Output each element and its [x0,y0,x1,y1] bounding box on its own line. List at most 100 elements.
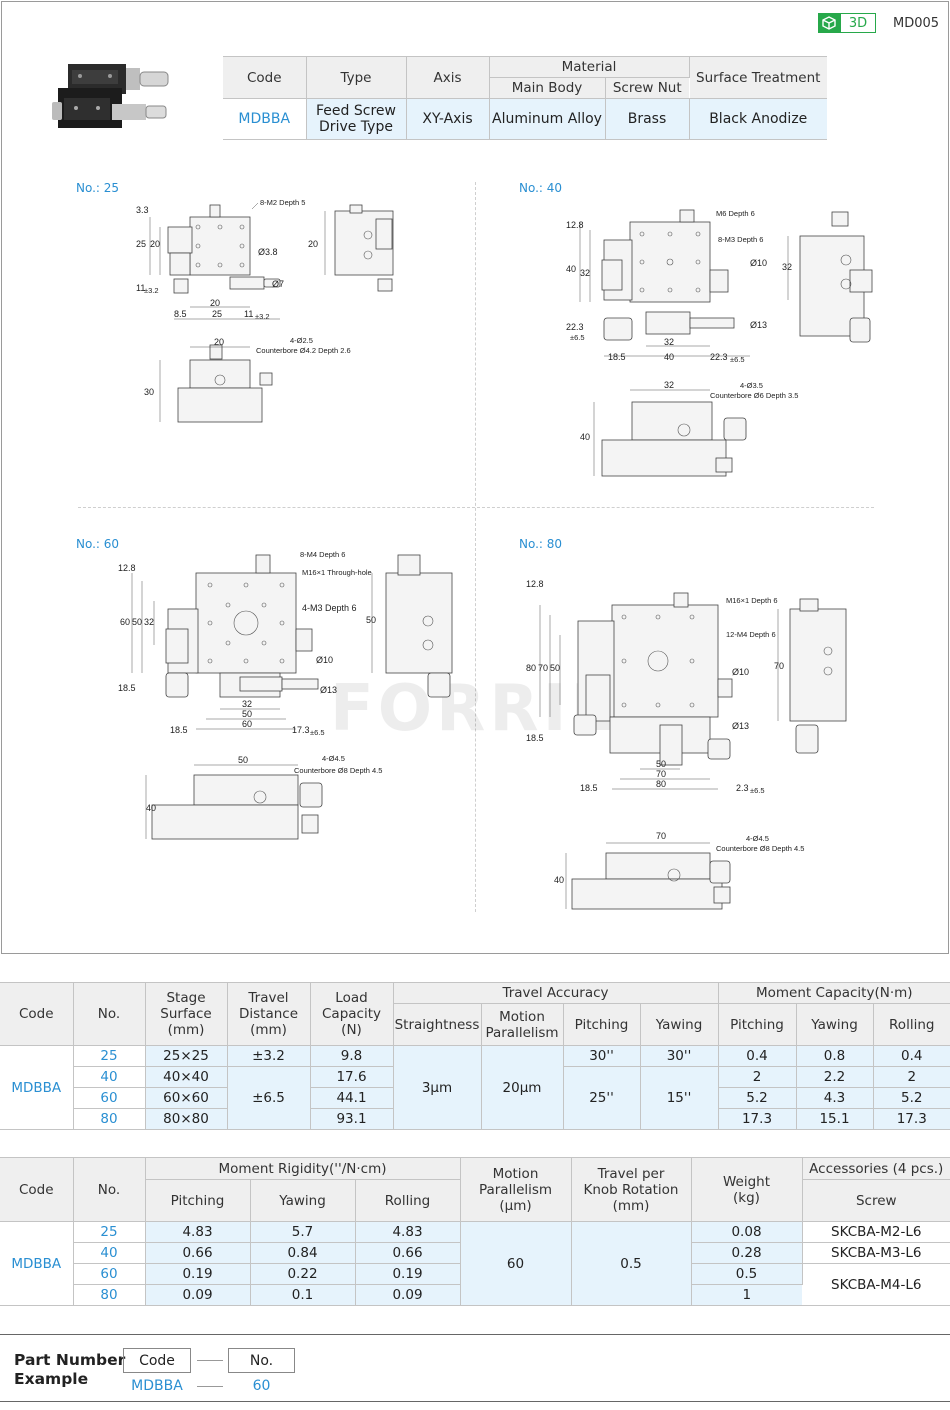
spec2-screw: SKCBA-M4-L6 [802,1263,950,1306]
spec2-yaw: 0.84 [250,1242,356,1264]
spec1-mr: 5.2 [873,1087,950,1109]
part-number-title-line-2: Example [14,1370,89,1388]
svg-text:40: 40 [566,264,576,274]
spec1-stage: 25×25 [145,1045,228,1067]
spec1-load: 9.8 [310,1045,394,1067]
type-line-2: Drive Type [319,119,393,135]
svg-text:18.5: 18.5 [526,733,544,743]
spec1-header-code: Code [0,982,74,1046]
header-type: Type [306,56,407,99]
product-photo [52,64,169,128]
svg-text:22.3: 22.3 [710,352,728,362]
spec1-travel: ±6.5 [227,1066,311,1130]
spec1-no: 60 [73,1087,146,1109]
spec1-no: 80 [73,1108,146,1130]
spec1-travel: ±3.2 [227,1045,311,1067]
svg-text:±6.5: ±6.5 [310,728,325,737]
3d-model-badge[interactable]: 3D [818,13,876,33]
svg-text:M16×1 Through-hole: M16×1 Through-hole [302,568,372,577]
cell-main-body: Aluminum Alloy [489,98,606,140]
svg-text:32: 32 [664,337,674,347]
svg-text:M16×1 Depth 6: M16×1 Depth 6 [726,596,778,605]
spec1-mp: 17.3 [718,1108,797,1130]
table-row: 80 80×80 93.1 17.3 15.1 17.3 [0,1108,950,1130]
svg-text:11: 11 [136,283,145,293]
spec2-yaw: 0.22 [250,1263,356,1285]
drawing-panel [1,1,949,954]
spec2-no: 60 [73,1263,146,1285]
svg-text:18.5: 18.5 [170,725,188,735]
svg-text:25: 25 [212,309,222,319]
drawing-label-40: No.: 40 [519,181,563,195]
spec1-header-m-yawing: Yawing [796,1003,874,1046]
doc-code: MD005 [893,16,940,31]
header-axis: Axis [406,56,490,99]
svg-text:40: 40 [146,803,156,813]
table-row: 80 0.09 0.1 0.09 1 [0,1284,950,1306]
spec1-header-m-pitching: Pitching [718,1003,797,1046]
spec1-code: MDBBA [0,1045,74,1130]
svg-text:8.5: 8.5 [174,309,187,319]
cell-surface: Black Anodize [689,98,827,140]
svg-text:18.5: 18.5 [118,683,136,693]
spec2-header-yawing: Yawing [250,1179,356,1222]
spec1-mr: 0.4 [873,1045,950,1067]
spec2-header-weight: Weight(kg) [691,1157,803,1222]
svg-text:80: 80 [656,779,666,789]
svg-text:12.8: 12.8 [526,579,544,589]
svg-text:4-M3 Depth 6: 4-M3 Depth 6 [302,603,357,613]
svg-text:22.3: 22.3 [566,322,584,332]
svg-text:20: 20 [308,239,318,249]
spec2-yaw: 0.1 [250,1284,356,1306]
table-row: 60 60×60 44.1 5.2 4.3 5.2 [0,1087,950,1109]
spec1-mr: 17.3 [873,1108,950,1130]
spec2-no: 25 [73,1221,146,1243]
svg-text:50: 50 [366,615,376,625]
spec1-stage: 80×80 [145,1108,228,1130]
svg-text:11: 11 [244,309,253,319]
spec2-no: 80 [73,1284,146,1306]
spec2-header-no: No. [73,1157,146,1222]
svg-text:70: 70 [656,831,666,841]
spec1-mp: 5.2 [718,1087,797,1109]
svg-text:4-Ø4.5: 4-Ø4.5 [746,834,769,843]
spec2-yaw: 5.7 [250,1221,356,1243]
header-screw-nut: Screw Nut [605,77,689,99]
svg-text:Counterbore Ø4.2 Depth 2.6: Counterbore Ø4.2 Depth 2.6 [256,346,351,355]
svg-text:50: 50 [656,759,666,769]
svg-text:18.5: 18.5 [580,783,598,793]
part-number-dash [197,1386,223,1387]
spec1-mr: 2 [873,1066,950,1088]
svg-text:50: 50 [132,617,142,627]
spec2-roll: 0.09 [355,1284,461,1306]
svg-text:25: 25 [136,239,146,249]
spec2-pitch: 0.66 [145,1242,251,1264]
spec2-header-rigidity: Moment Rigidity(''/N·cm) [145,1157,461,1180]
spec1-my: 4.3 [796,1087,874,1109]
product-type-table: Code Type Axis Material Surface Treatmen… [223,56,827,140]
table-row: 40 0.66 0.84 0.66 0.28 SKCBA-M3-L6 [0,1242,950,1264]
cell-code: MDBBA [223,98,307,140]
drawing-label-25: No.: 25 [76,181,120,195]
svg-text:80: 80 [526,663,536,673]
svg-text:Ø3.8: Ø3.8 [258,247,278,257]
svg-text:Counterbore Ø8 Depth 4.5: Counterbore Ø8 Depth 4.5 [294,766,382,775]
header-code: Code [223,56,307,99]
spec1-load: 44.1 [310,1087,394,1109]
spec1-mp: 0.4 [718,1045,797,1067]
spec1-header-no: No. [73,982,146,1046]
spec1-header-straightness: Straightness [393,1003,482,1046]
spec1-mp: 2 [718,1066,797,1088]
svg-text:8-M2 Depth 5: 8-M2 Depth 5 [260,198,305,207]
svg-text:4-Ø4.5: 4-Ø4.5 [322,754,345,763]
spec1-load: 93.1 [310,1108,394,1130]
spec1-header-accuracy: Travel Accuracy [393,982,719,1004]
